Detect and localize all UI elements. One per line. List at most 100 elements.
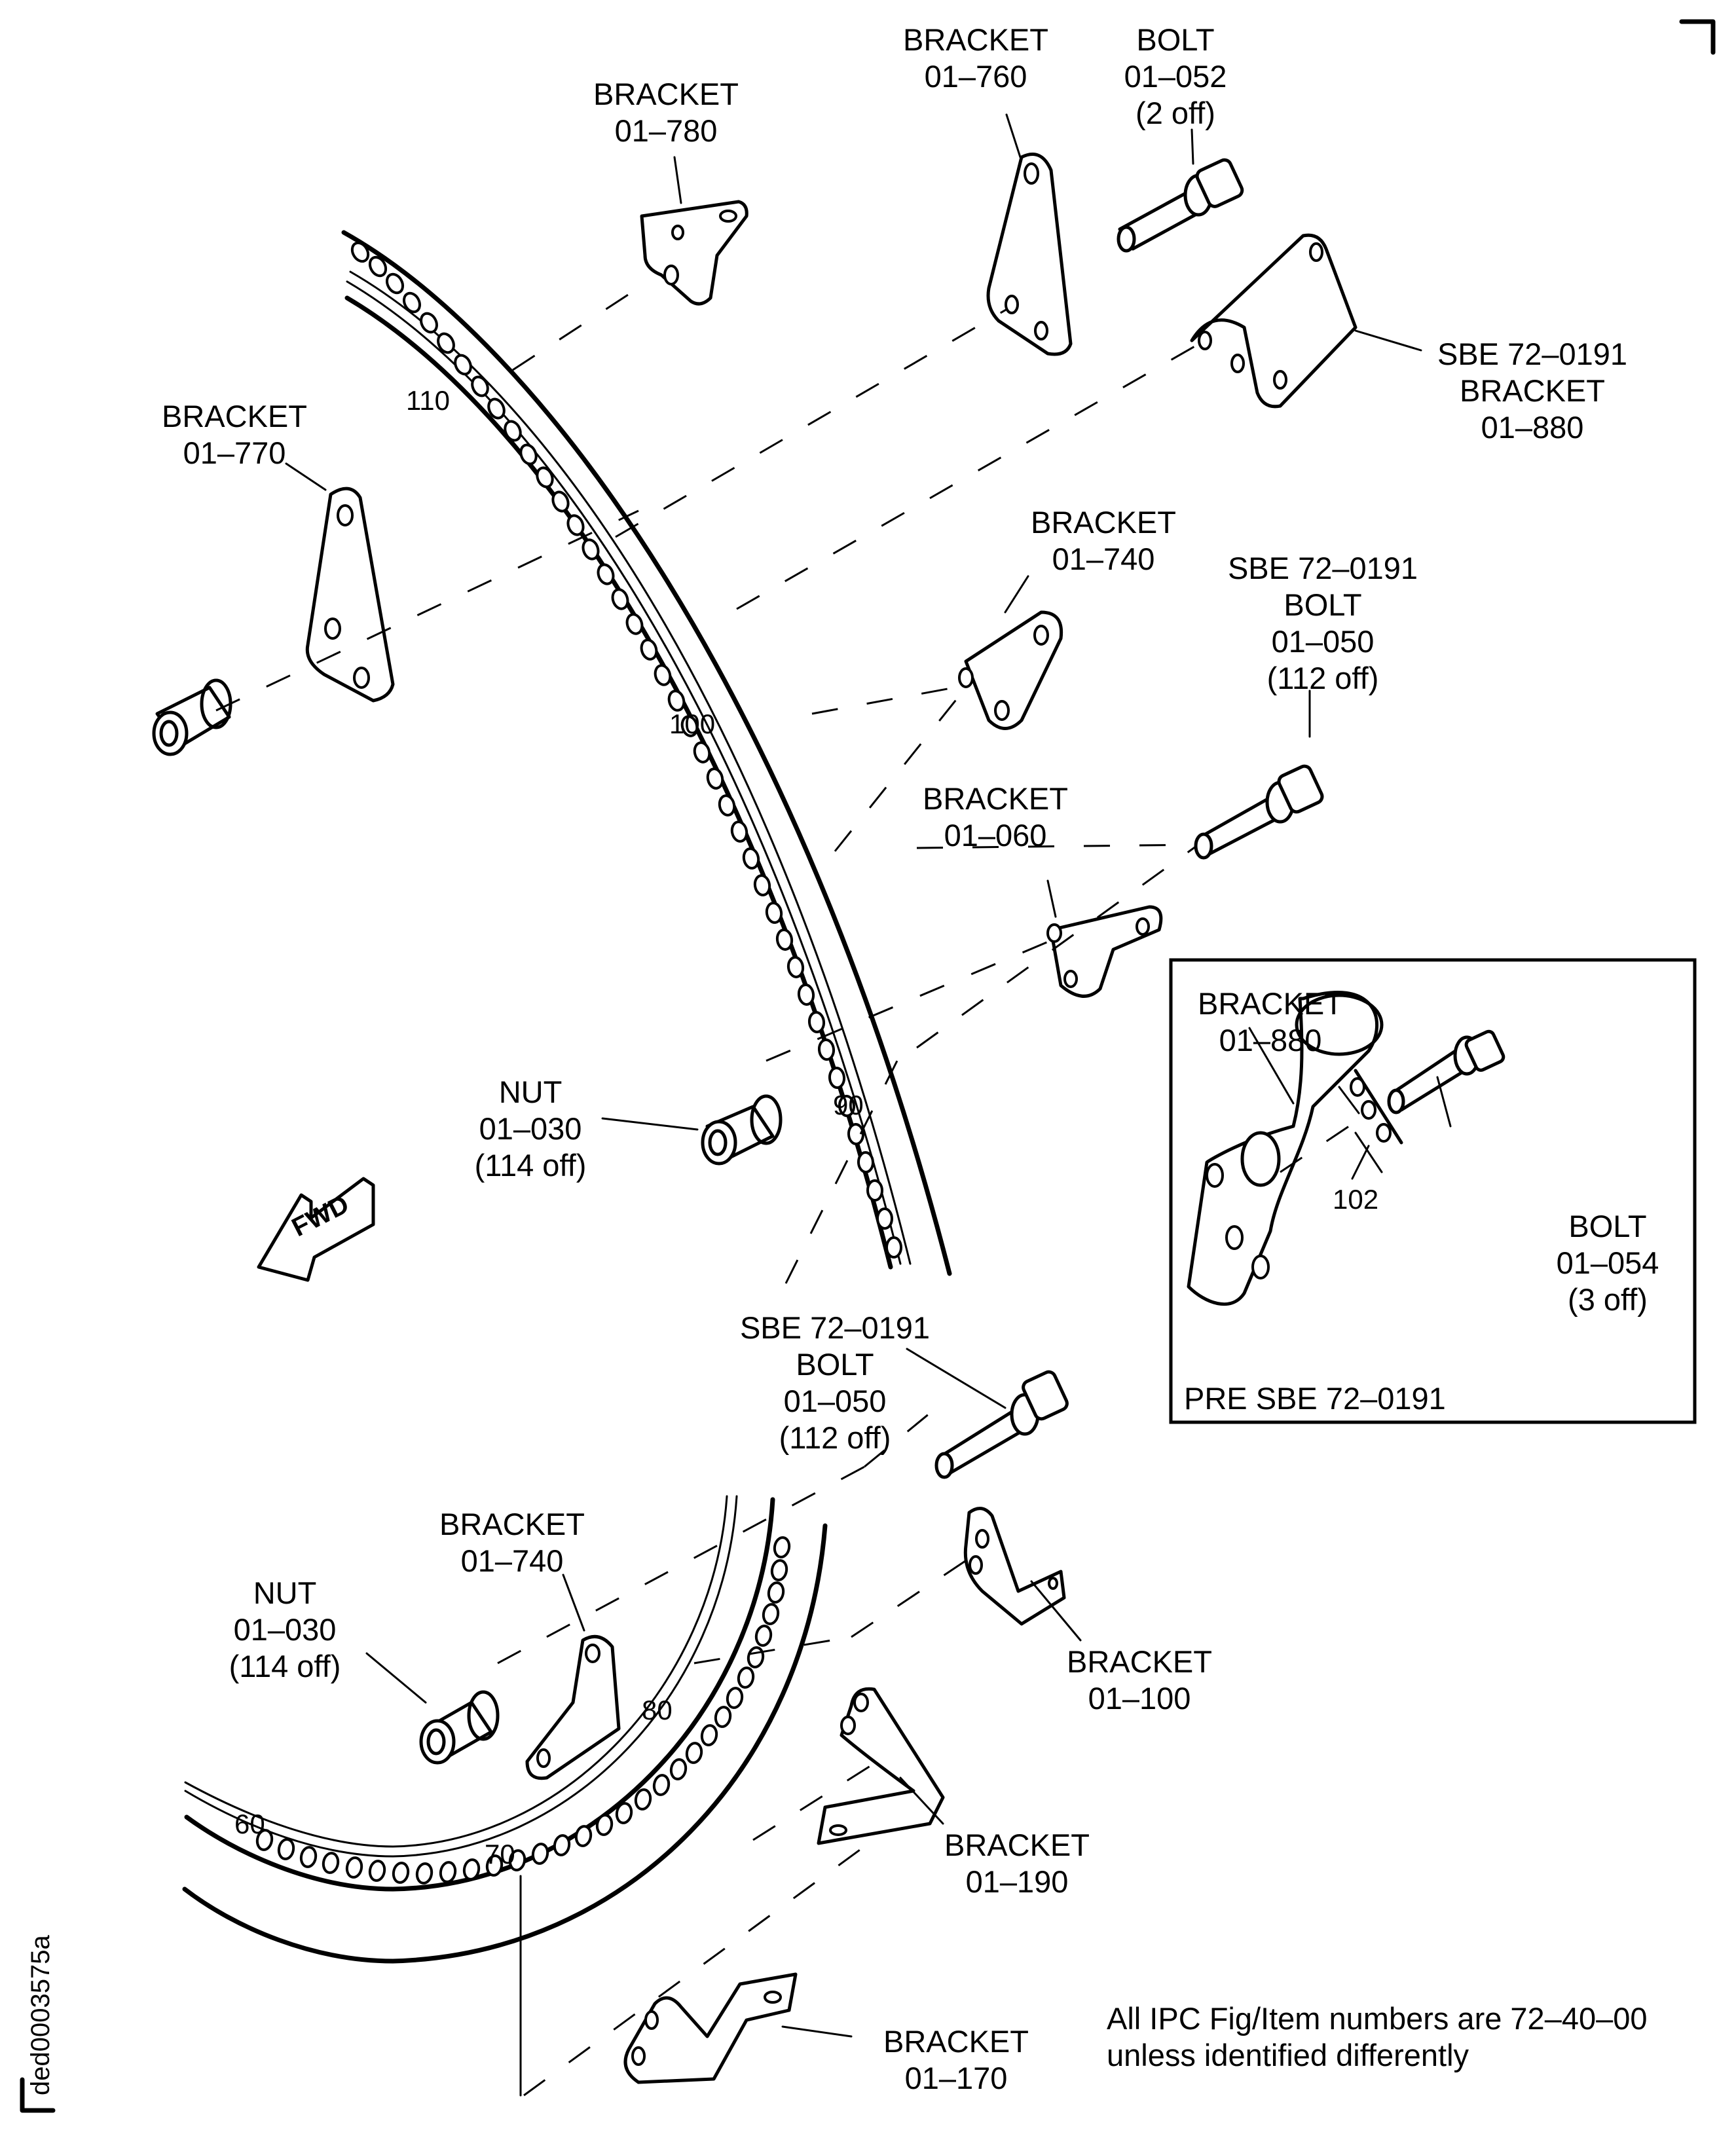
ring-hole [817,1039,836,1061]
assembly-lines [215,280,1206,2097]
ring-hole [680,715,699,737]
bracket-01-880-part[interactable] [1190,233,1357,409]
ring-hole [255,1829,274,1851]
bolt-01-052-part[interactable] [1117,158,1244,253]
numbering-note: All IPC Fig/Item numbers are 72–40–00 un… [1107,2000,1648,2074]
bolt-01-050-lower-part[interactable] [934,1370,1069,1479]
bracket-01-770-part[interactable] [305,487,395,703]
bracket-01-740-upper-part[interactable] [958,610,1063,730]
station-number-110: 110 [406,385,450,416]
ring-hole [277,1838,295,1860]
numbering-note-line-2: unless identified differently [1107,2038,1469,2072]
ring-hole [685,1742,703,1764]
ring-hole [595,1814,614,1836]
ring-hole [667,690,686,712]
nut-01-030-upper-part[interactable] [701,1094,783,1166]
bracket-01-060-part[interactable] [1046,905,1163,998]
ring-hole [885,1236,902,1259]
ring-hole [775,929,794,951]
ring-hole [519,443,538,466]
ring-hole [807,1011,826,1033]
ring-hole [439,1861,457,1883]
corner-mark-top-right [1679,19,1716,55]
ring-hole [753,874,771,896]
ring-hole [634,1788,652,1811]
station-number-70: 70 [485,1839,515,1869]
ring-hole [437,332,455,354]
ring-hole [615,1802,633,1824]
bracket-01-190-part[interactable] [817,1687,945,1845]
ring-hole [597,563,615,585]
ring-hole [706,767,724,790]
ring-hole [462,1858,481,1881]
ring-hole [652,1774,671,1796]
ring-hole [420,312,438,334]
ring-hole [403,291,421,314]
bolt-01-050-upper-part[interactable] [1194,764,1324,860]
bracket-01-170-part[interactable] [623,1972,798,2084]
ring-hole [322,1852,340,1874]
mount-ring-upper [341,230,952,1276]
nut-upper-left-part[interactable] [152,678,232,756]
station-number-100: 100 [669,708,716,739]
ring-hole [485,1854,504,1877]
numbering-note-line-1: All IPC Fig/Item numbers are 72–40–00 [1107,2001,1648,2036]
ring-hole [767,1581,785,1604]
ring-hole [730,820,748,843]
ring-hole [866,1179,884,1202]
ring-hole [876,1207,894,1230]
nut-01-030-lower-part[interactable] [419,1690,500,1765]
leader-lines [285,113,1422,2038]
bracket-01-780-part[interactable] [640,200,748,306]
ring-hole [504,420,522,442]
ring-hole [299,1846,318,1868]
ring-hole [553,1834,571,1856]
ring-hole [487,397,506,420]
ring-hole [368,255,388,278]
ring-hole [392,1862,410,1884]
ring-hole [838,1095,856,1117]
ring-hole [345,1856,363,1879]
station-number-80: 80 [642,1695,673,1725]
ring-holes-lower [255,1536,791,1885]
forward-direction-arrow-icon [257,1177,375,1282]
inset-pre-sbe-box [1169,958,1697,1424]
ring-hole [786,956,805,978]
ring-hole [566,514,585,536]
ring-hole [762,1603,780,1625]
ring-hole [582,538,600,561]
bracket-01-100-part[interactable] [963,1507,1066,1626]
ring-hole [508,1849,526,1871]
ring-hole [551,490,570,513]
bracket-01-740-lower-part[interactable] [525,1634,621,1780]
bracket-01-760-part[interactable] [986,153,1073,356]
inset-title: PRE SBE 72–0191 [1184,1381,1446,1416]
inset-station-number-102: 102 [1333,1184,1379,1215]
ring-hole [747,1646,765,1668]
ring-hole [350,241,370,263]
ring-hole [640,638,658,661]
ring-hole [536,466,554,488]
ring-hole [654,664,672,686]
ring-holes-upper [350,241,902,1259]
ring-hole [669,1758,688,1780]
ring-hole [773,1536,791,1558]
ring-hole [828,1067,846,1089]
ring-hole [765,902,783,924]
ring-hole [714,1706,732,1728]
ring-hole [718,794,736,817]
